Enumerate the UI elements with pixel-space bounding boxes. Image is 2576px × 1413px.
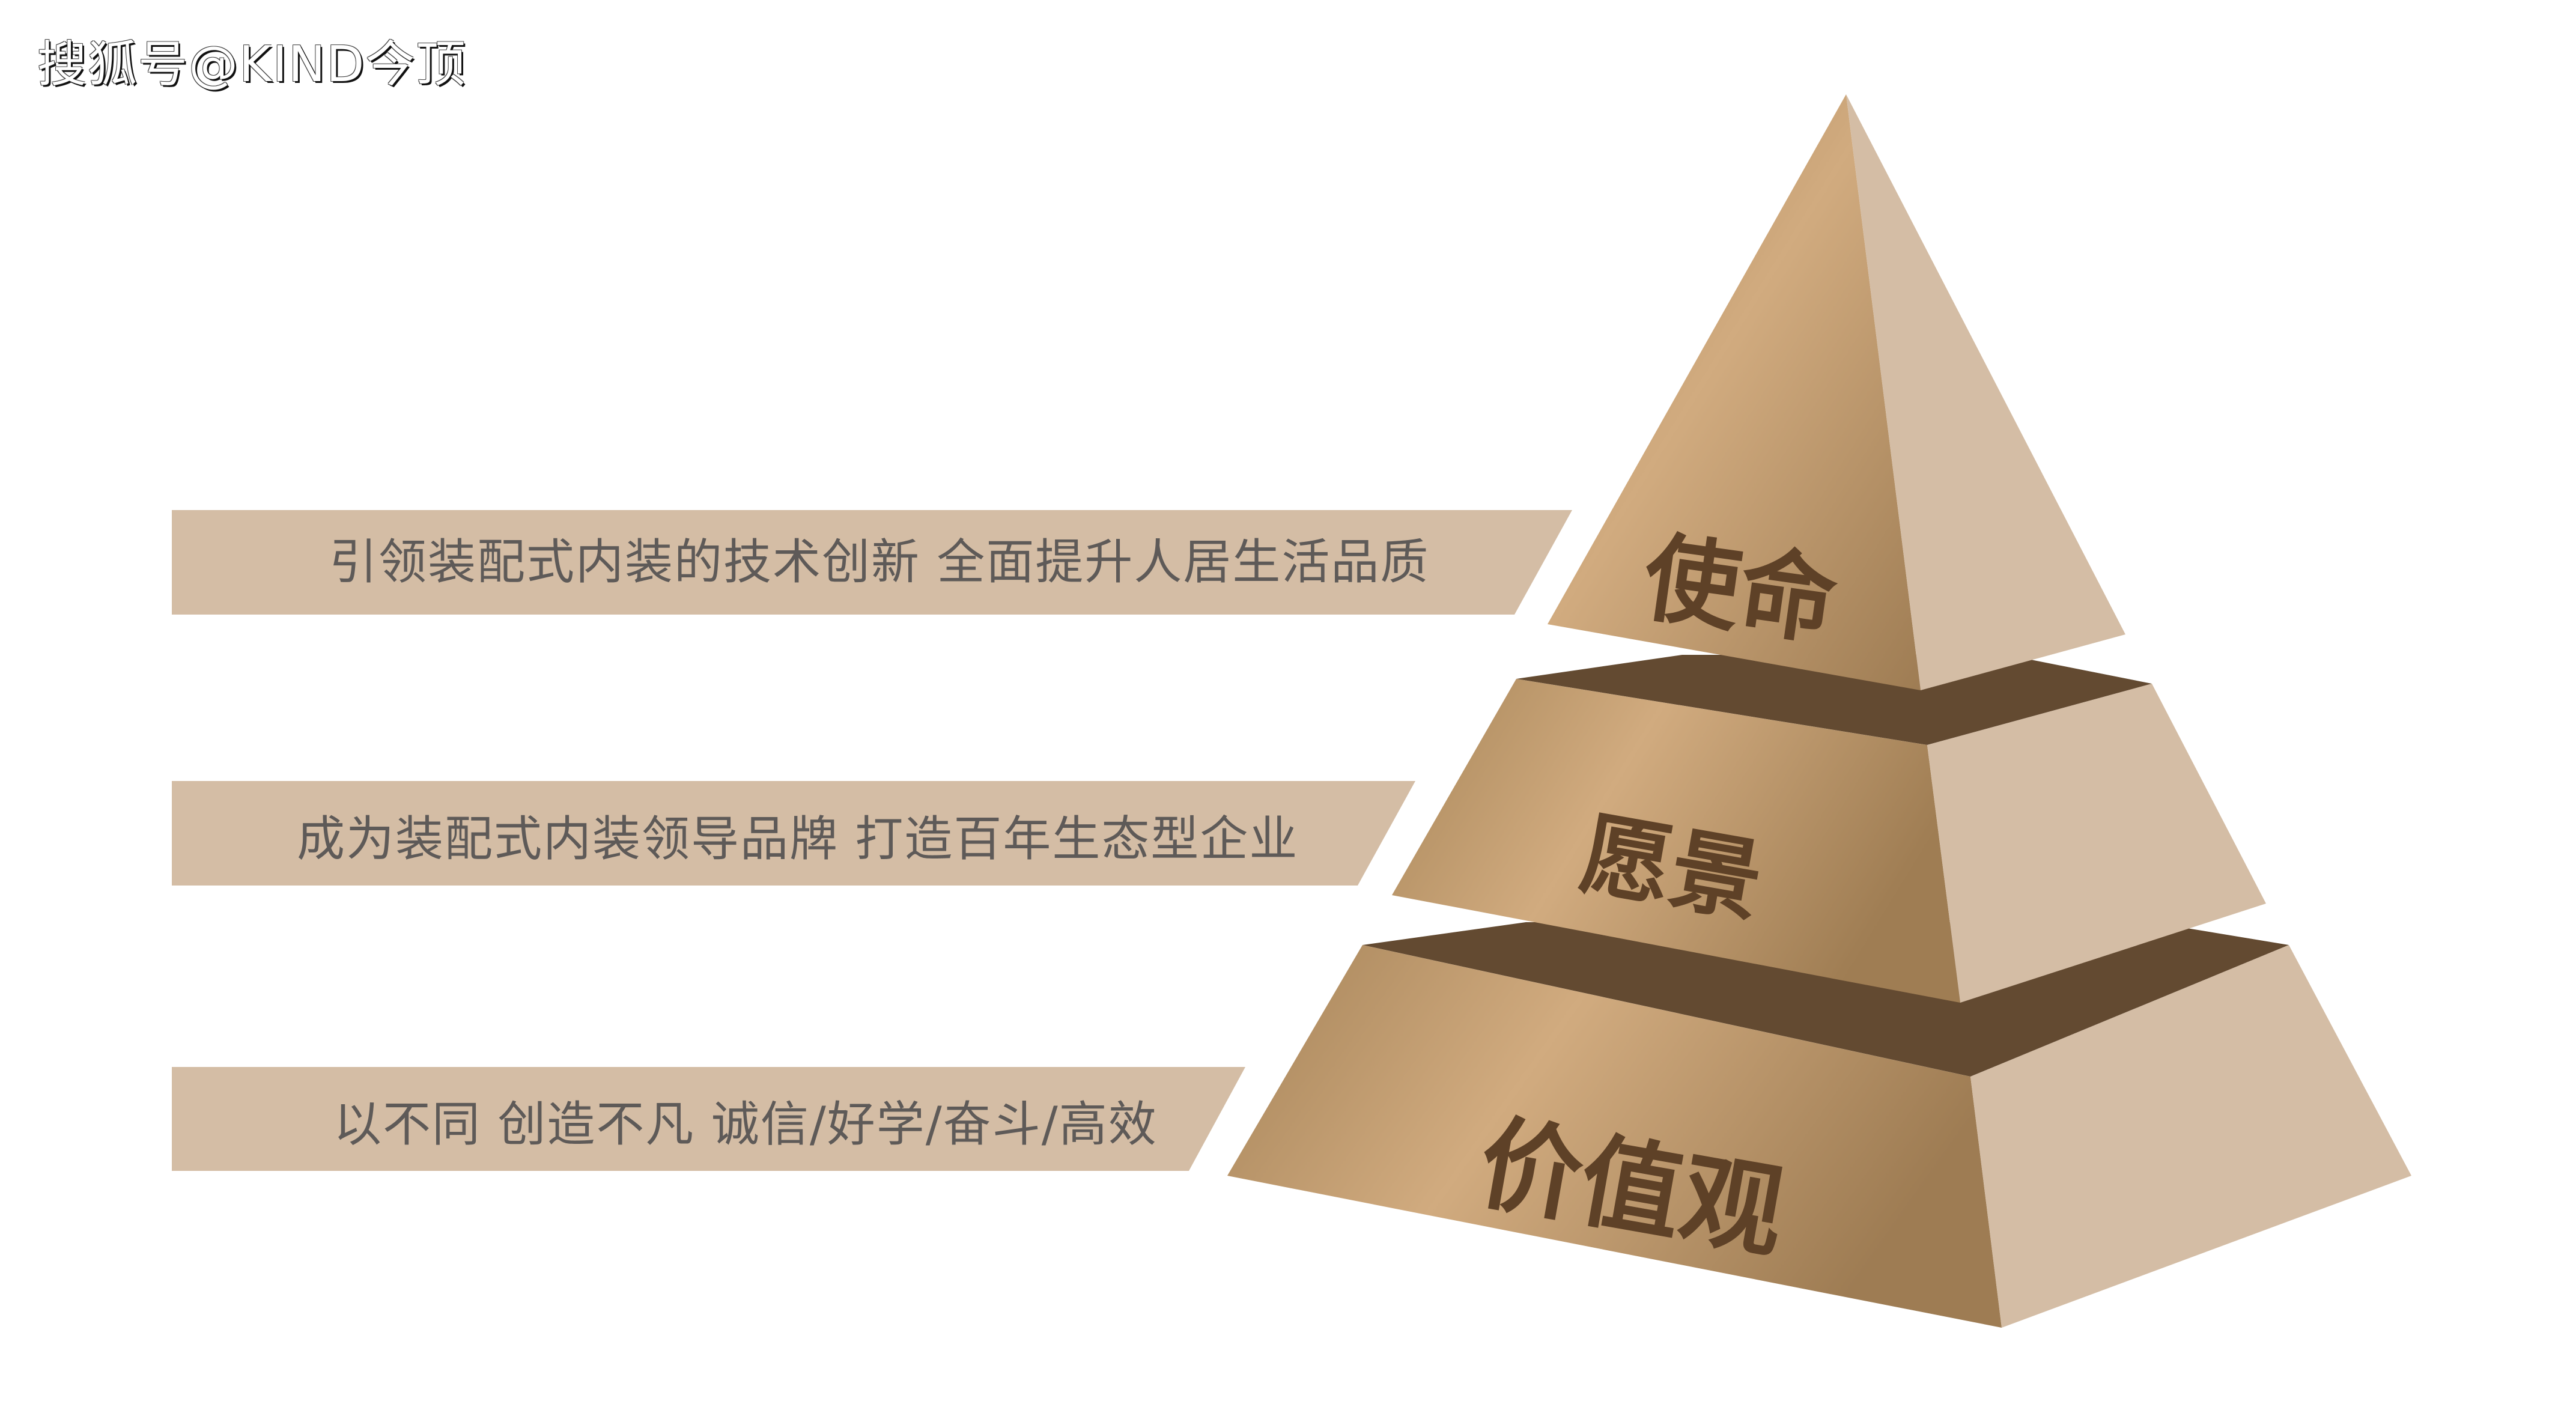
banner-values bbox=[172, 1067, 1245, 1171]
mission-description: 引领装配式内装的技术创新 全面提升人居生活品质 bbox=[329, 534, 1430, 590]
tier-values: 价值观 bbox=[1227, 922, 2411, 1328]
vision-description: 成为装配式内装领导品牌 打造百年生态型企业 bbox=[297, 811, 1299, 867]
banner-mission bbox=[172, 510, 1572, 615]
watermark: 搜狐号@KIND今顶 bbox=[37, 36, 467, 93]
banner-vision bbox=[172, 781, 1415, 886]
tier-label-mission: 使命 bbox=[1637, 521, 1843, 659]
tier-mission: 使命 bbox=[1548, 94, 2125, 690]
values-description: 以不同 创造不凡 诚信/好学/奋斗/高效 bbox=[333, 1096, 1158, 1152]
tier-vision: 愿景 bbox=[1392, 655, 2266, 1003]
